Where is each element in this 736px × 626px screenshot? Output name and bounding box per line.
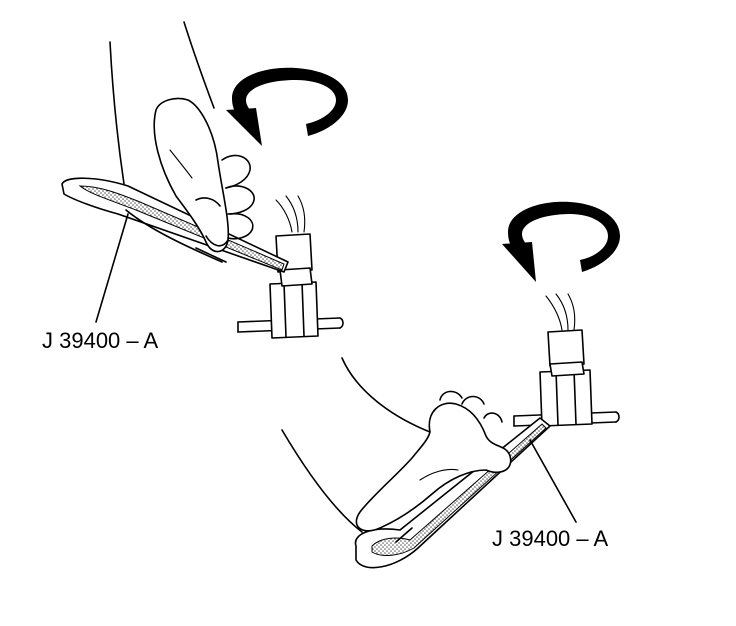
top-tool-label: J 39400 – A — [42, 328, 159, 353]
bottom-tool-label: J 39400 – A — [492, 526, 609, 551]
top-leader-line — [95, 213, 129, 323]
clockwise-rotation-arrow-icon — [502, 201, 620, 282]
bottom-hand — [281, 357, 512, 533]
bottom-leader-line — [529, 439, 577, 523]
bottom-illustration: J 39400 – A — [281, 201, 620, 569]
top-hand — [109, 21, 255, 253]
top-sensor-fitting — [237, 195, 344, 339]
top-illustration: J 39400 – A — [42, 21, 348, 353]
top-strap-wrench — [61, 177, 289, 273]
clockwise-rotation-arrow-icon — [226, 67, 348, 146]
bottom-sensor-fitting — [513, 293, 620, 427]
